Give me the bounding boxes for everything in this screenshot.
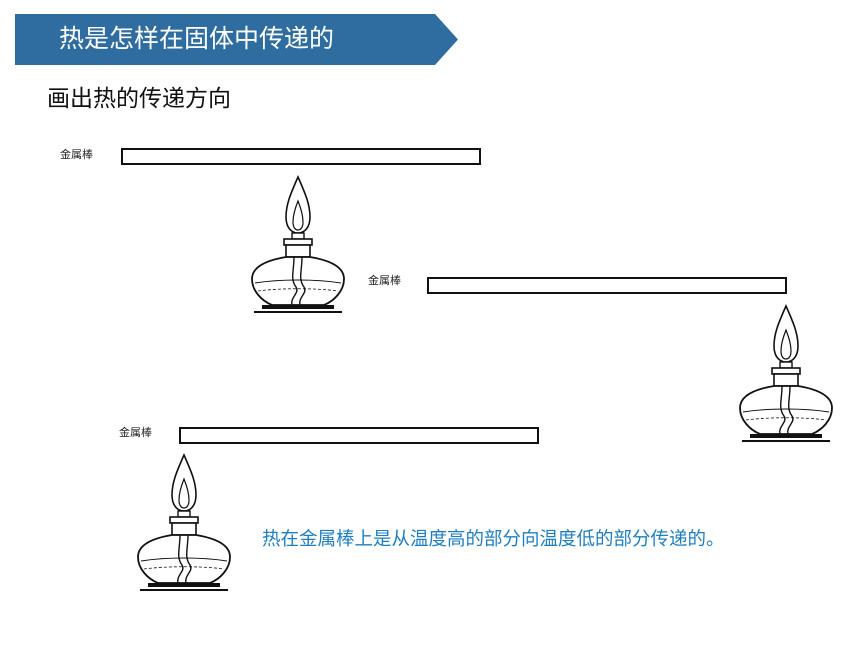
alcohol-lamp-icon [137,454,231,591]
page-title: 热是怎样在固体中传递的 [59,24,335,53]
rod-label-1: 金属棒 [60,148,93,161]
metal-rod-3 [179,427,539,444]
rod-label-3: 金属棒 [119,426,152,439]
rod-label-2: 金属棒 [368,274,401,287]
alcohol-lamp-icon [739,305,833,442]
title-banner: 热是怎样在固体中传递的 [15,14,458,65]
conclusion-text: 热在金属棒上是从温度高的部分向温度低的部分传递的。 [262,529,725,550]
metal-rod-1 [121,148,481,165]
banner-shape [15,14,458,65]
metal-rod-2 [427,277,787,294]
instruction-text: 画出热的传递方向 [47,86,231,112]
alcohol-lamp-icon [251,176,345,313]
